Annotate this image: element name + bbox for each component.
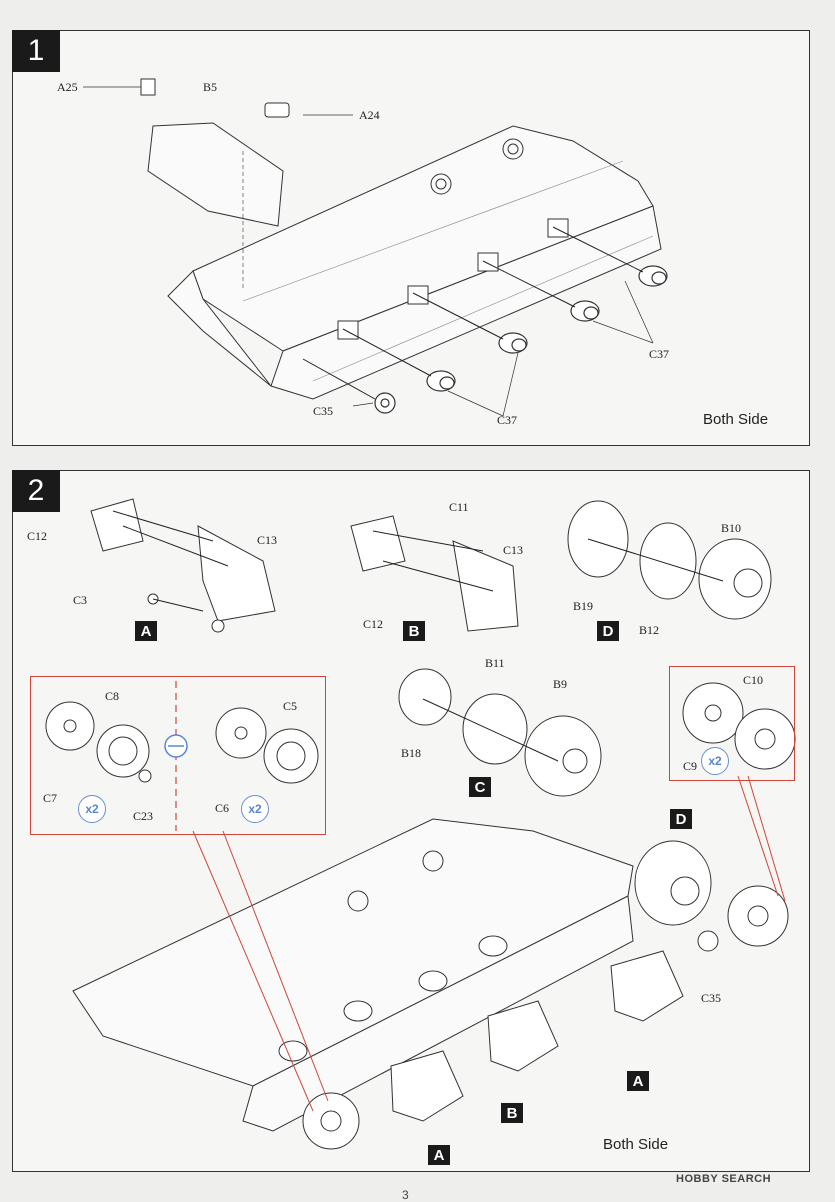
multiplier-sprocket: x2 [701,747,729,775]
both-side-note: Both Side [603,1136,669,1153]
badge-c-mid: C [469,777,491,797]
page-number: 3 [402,1188,409,1202]
badge-a-bottom: A [428,1145,450,1165]
label-c3: C3 [73,593,88,607]
label-c6: C6 [215,801,230,815]
label-c23: C23 [133,809,154,823]
label-b9: B9 [553,677,568,691]
label-b10: B10 [721,521,742,535]
label-c5: C5 [283,699,298,713]
multiplier-left: x2 [78,795,106,823]
sprocket-detail-box [669,666,795,781]
step-number: 1 [12,30,60,72]
label-c12-a: C12 [27,529,48,543]
step-2-panel: 2 [12,470,810,1172]
label-c9: C9 [683,759,698,773]
label-b5: B5 [203,80,218,94]
label-c35: C35 [313,404,334,418]
multiplier-right: x2 [241,795,269,823]
badge-a-right: A [627,1071,649,1091]
label-c12-b: C12 [363,617,384,631]
label-c13-a: C13 [257,533,278,547]
step-1-panel: 1 [12,30,810,446]
subassembly-b [350,515,519,632]
watermark: HOBBY SEARCH [676,1173,772,1185]
subassembly-a [90,498,276,633]
label-b11: B11 [485,656,505,670]
badge-b-bottom: B [501,1103,523,1123]
step-number: 2 [12,470,60,512]
label-c35: C35 [701,991,722,1005]
label-c10: C10 [743,673,764,687]
label-a25: A25 [57,80,78,94]
both-side-note: Both Side [703,411,769,428]
step-2-illustration [45,498,796,1150]
label-b12: B12 [639,623,660,637]
label-c7: C7 [43,791,58,805]
label-b19: B19 [573,599,594,613]
label-a24: A24 [359,108,380,122]
subassembly-c [398,668,602,797]
badge-a-top: A [135,621,157,641]
label-b18: B18 [401,746,422,760]
road-wheel-detail-box [30,676,326,835]
badge-d-top: D [597,621,619,641]
label-c11: C11 [449,500,469,514]
label-c13-b: C13 [503,543,524,557]
label-c8: C8 [105,689,120,703]
label-c37-right: C37 [649,347,670,361]
main-hull [72,818,634,1132]
step-1-hull-illustration [83,78,668,417]
badge-d-hull: D [670,809,692,829]
subassembly-d [567,500,772,620]
label-c37-bottom: C37 [497,413,518,427]
badge-b-top: B [403,621,425,641]
